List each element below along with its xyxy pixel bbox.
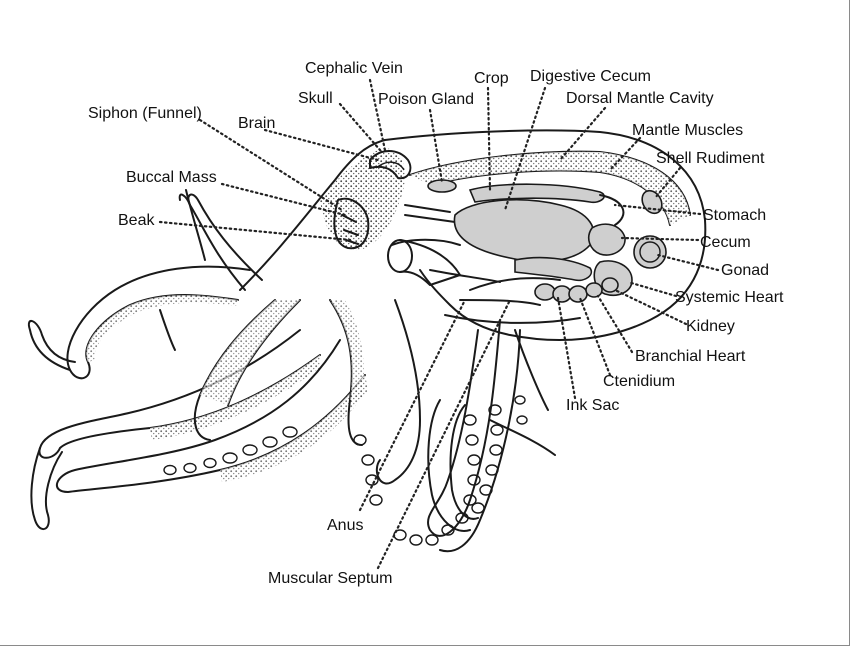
arms xyxy=(27,189,556,553)
label-cecum: Cecum xyxy=(700,234,751,251)
mantle-body xyxy=(239,129,707,341)
label-siphon: Siphon (Funnel) xyxy=(88,105,202,122)
label-anus: Anus xyxy=(327,517,363,534)
label-digestive-cecum: Digestive Cecum xyxy=(530,68,651,85)
label-kidney: Kidney xyxy=(686,318,735,335)
label-cephalic-vein: Cephalic Vein xyxy=(305,60,403,77)
label-branchial-heart: Branchial Heart xyxy=(635,348,746,365)
label-systemic-heart: Systemic Heart xyxy=(675,289,784,306)
label-crop: Crop xyxy=(474,70,509,87)
label-ink-sac: Ink Sac xyxy=(566,397,619,414)
labels: Cephalic Vein Crop Digestive Cecum Skull… xyxy=(88,60,784,587)
label-skull: Skull xyxy=(298,90,333,107)
label-muscular-septum: Muscular Septum xyxy=(268,570,393,587)
label-stomach: Stomach xyxy=(703,207,766,224)
leader-lines xyxy=(158,78,720,570)
label-ctenidium: Ctenidium xyxy=(603,373,675,390)
label-shell-rudiment: Shell Rudiment xyxy=(656,150,765,167)
label-mantle-muscles: Mantle Muscles xyxy=(632,122,743,139)
label-dorsal-mantle-cavity: Dorsal Mantle Cavity xyxy=(566,90,714,107)
label-gonad: Gonad xyxy=(721,262,769,279)
label-brain: Brain xyxy=(238,115,275,132)
label-buccal-mass: Buccal Mass xyxy=(126,169,217,186)
label-poison-gland: Poison Gland xyxy=(378,91,474,108)
label-beak: Beak xyxy=(118,212,155,229)
